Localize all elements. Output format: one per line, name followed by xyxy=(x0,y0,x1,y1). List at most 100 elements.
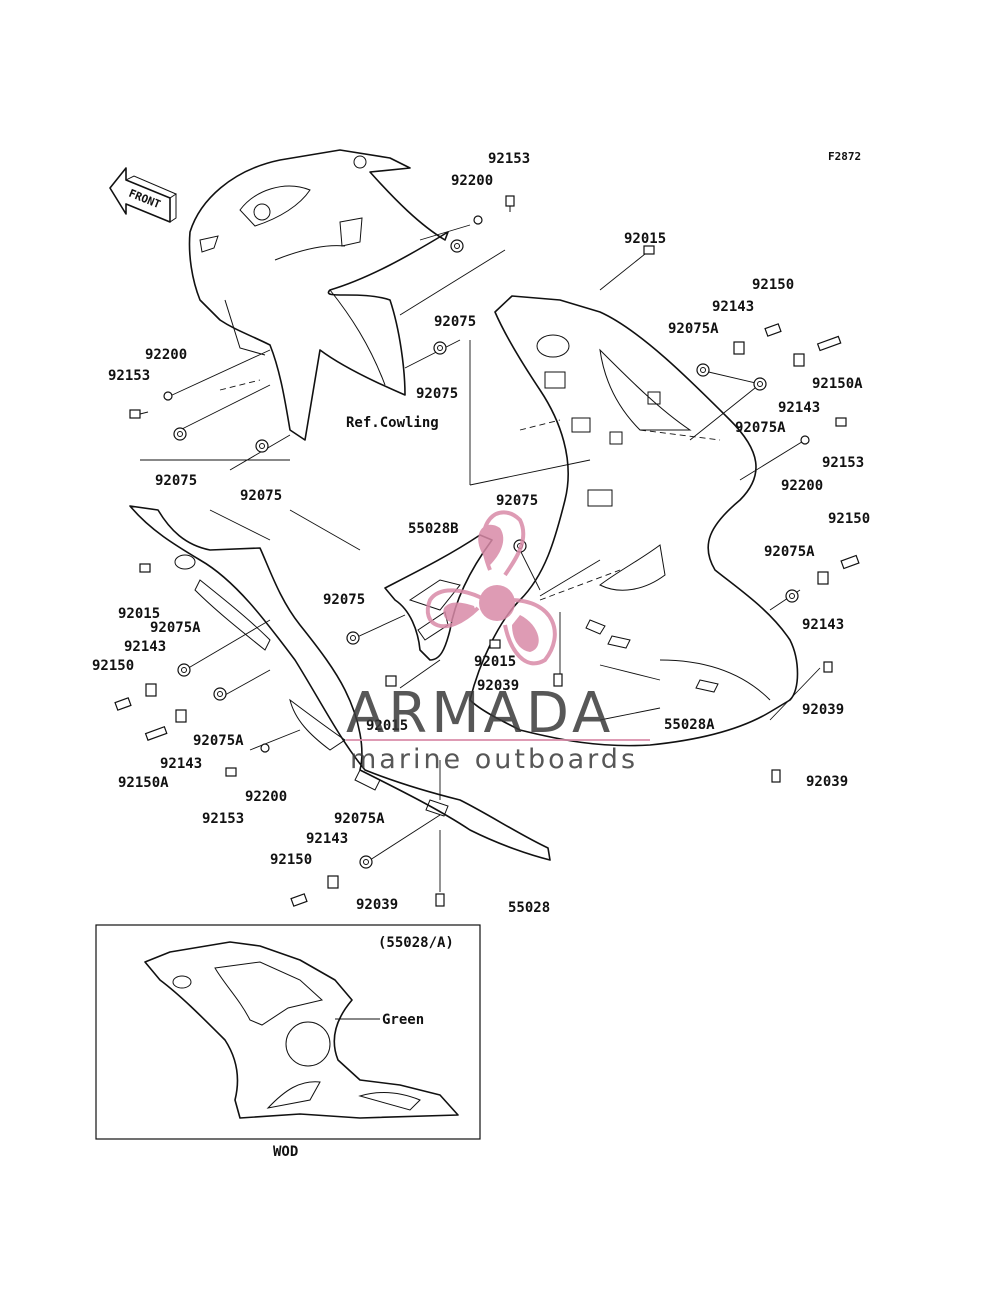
part-label: 92143 xyxy=(778,400,820,416)
bolt-icon xyxy=(840,554,860,570)
bolt-icon xyxy=(290,893,308,907)
part-label: 92039 xyxy=(356,897,398,913)
part-label: 92150 xyxy=(270,852,312,868)
bolt-icon xyxy=(114,697,132,711)
bolt-icon xyxy=(764,323,782,337)
part-label: 92143 xyxy=(160,756,202,772)
bolt-icon xyxy=(771,769,781,783)
part-label: 92015 xyxy=(118,606,160,622)
clip-icon xyxy=(385,675,397,687)
part-label: 92143 xyxy=(124,639,166,655)
inset-caption: WOD xyxy=(273,1144,298,1160)
armada-watermark: ARMADA marine outboards xyxy=(346,510,650,775)
ref-cowling-label: Ref.Cowling xyxy=(346,415,439,431)
part-label: 92153 xyxy=(108,368,150,384)
part-label: 92039 xyxy=(477,678,519,694)
bolt-icon xyxy=(505,195,515,212)
part-label: 92150 xyxy=(828,511,870,527)
front-arrow-icon: FRONT xyxy=(109,167,178,223)
part-label: 92075A xyxy=(668,321,719,337)
grommet-icon xyxy=(785,589,799,603)
part-label: 92200 xyxy=(781,478,823,494)
part-label: 92015 xyxy=(624,231,666,247)
part-label: 55028B xyxy=(408,521,459,537)
part-label: 92075A xyxy=(764,544,815,560)
part-label: 92015 xyxy=(366,718,408,734)
clip-icon xyxy=(139,563,151,573)
clip-icon xyxy=(643,245,655,255)
propeller-logo-icon xyxy=(425,510,557,666)
dashed-guide-lines xyxy=(219,379,721,601)
bolt-icon xyxy=(144,725,168,741)
part-label: 92153 xyxy=(488,151,530,167)
figure-code: F2872 xyxy=(828,150,861,163)
left-lower-cowling-outline xyxy=(129,505,551,861)
nut-icon xyxy=(327,875,339,889)
part-label: 92143 xyxy=(712,299,754,315)
bolt-icon xyxy=(816,335,842,352)
grommet-icon xyxy=(753,377,767,391)
inset-title: (55028/A) xyxy=(378,935,454,951)
bolt-icon xyxy=(835,417,847,427)
part-label: 92200 xyxy=(245,789,287,805)
bolt-icon xyxy=(129,409,149,419)
grommet-icon xyxy=(346,631,360,645)
watermark-tagline: marine outboards xyxy=(350,744,638,775)
part-label: 92153 xyxy=(822,455,864,471)
grommet-icon xyxy=(433,341,447,355)
part-number-labels: 92153 92200 92015 92150 92143 92075A 921… xyxy=(92,151,870,916)
clip-icon xyxy=(489,639,501,649)
part-label: 92143 xyxy=(802,617,844,633)
washer-icon xyxy=(260,743,270,753)
part-label: 92015 xyxy=(474,654,516,670)
part-label: 92075 xyxy=(240,488,282,504)
nut-icon xyxy=(817,571,829,585)
bolt-icon xyxy=(435,893,445,907)
watermark-brand: ARMADA xyxy=(346,681,614,746)
part-label: 92075A xyxy=(193,733,244,749)
part-label: 92150 xyxy=(752,277,794,293)
part-label: 92039 xyxy=(802,702,844,718)
part-label: 92150 xyxy=(92,658,134,674)
part-label: 92039 xyxy=(806,774,848,790)
grommet-icon xyxy=(696,363,710,377)
nut-icon xyxy=(733,341,745,355)
bolt-icon xyxy=(553,673,563,687)
part-label: 92075A xyxy=(334,811,385,827)
part-label: 92075 xyxy=(155,473,197,489)
part-label: 92075A xyxy=(735,420,786,436)
grommet-icon xyxy=(173,427,187,441)
inset-color-note: Green xyxy=(382,1012,424,1028)
grommet-icon xyxy=(213,687,227,701)
part-label: 55028 xyxy=(508,900,550,916)
grommet-icon xyxy=(359,855,373,869)
part-label: 92153 xyxy=(202,811,244,827)
bolt-icon xyxy=(225,767,237,777)
nut-icon xyxy=(175,709,187,723)
part-label: 92075 xyxy=(496,493,538,509)
part-label: 92150A xyxy=(118,775,169,791)
part-label: 92075A xyxy=(150,620,201,636)
part-label: 92200 xyxy=(145,347,187,363)
part-label: 92075 xyxy=(416,386,458,402)
part-label: 92200 xyxy=(451,173,493,189)
right-lower-cowling-outline xyxy=(469,295,799,747)
grommet-icon xyxy=(177,663,191,677)
part-label: 55028A xyxy=(664,717,715,733)
washer-icon xyxy=(473,215,483,225)
part-label: 92143 xyxy=(306,831,348,847)
nut-icon xyxy=(145,683,157,697)
washer-icon xyxy=(800,435,810,445)
hardware-parts xyxy=(114,195,860,907)
grommet-icon xyxy=(450,239,464,253)
part-label: 92150A xyxy=(812,376,863,392)
grommet-icon xyxy=(255,439,269,453)
upper-cowling-outline xyxy=(188,149,449,441)
bolt-icon xyxy=(823,661,833,673)
washer-icon xyxy=(163,391,173,401)
nut-icon xyxy=(793,353,805,367)
part-label: 92075 xyxy=(434,314,476,330)
part-label: 92075 xyxy=(323,592,365,608)
